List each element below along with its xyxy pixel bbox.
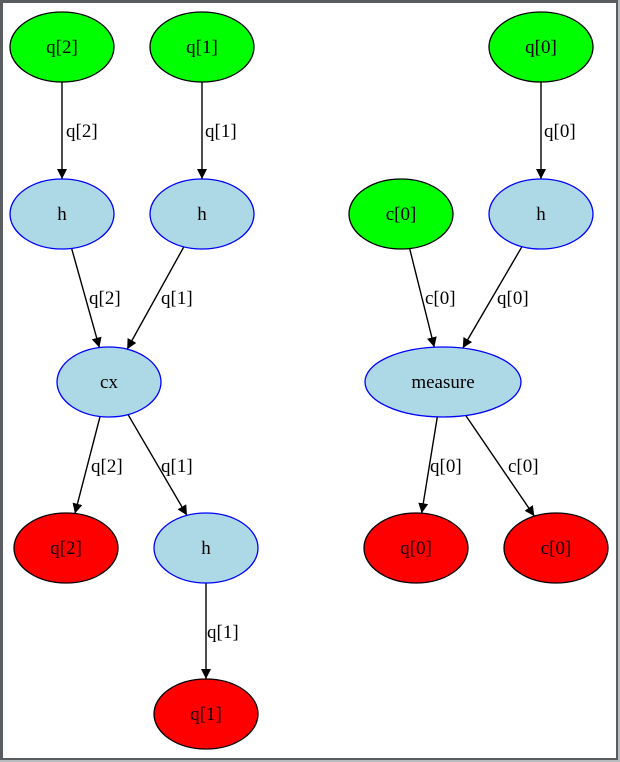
node-label: h (197, 204, 207, 225)
output-node-shape (363, 512, 469, 584)
node-out_q0: q[0] (363, 512, 469, 584)
input-node-shape (348, 178, 454, 250)
edge-label: q[1] (161, 288, 193, 309)
node-in_c0: c[0] (348, 178, 454, 250)
node-label: cx (100, 372, 118, 393)
edge-label: q[1] (207, 622, 239, 643)
output-node-shape (503, 512, 609, 584)
node-h_q1: h (149, 178, 255, 250)
op-node-shape (153, 512, 259, 584)
node-label: h (57, 204, 67, 225)
node-cx: cx (56, 346, 162, 418)
edges-layer: q[2] q[1] q[0] q[2] q[1] c[0] q[0] q[2] q[1] q[0]… (57, 82, 576, 679)
edge-measure-to-out_c0 (465, 415, 535, 517)
node-label: q[1] (190, 704, 222, 725)
edge-cx-to-h_q1b (127, 414, 188, 516)
node-out_q2: q[2] (13, 512, 119, 584)
input-node-shape (488, 11, 594, 83)
node-label: q[2] (46, 37, 78, 58)
edge-label: c[0] (425, 288, 456, 309)
node-in_q2: q[2] (9, 11, 115, 83)
edge-h_q1-to-cx (126, 246, 185, 350)
node-label: q[0] (400, 538, 432, 559)
frame-edge-right (618, 0, 620, 762)
node-label: h (201, 538, 211, 559)
input-node-shape (9, 11, 115, 83)
node-label: q[2] (50, 538, 82, 559)
edge-label: c[0] (508, 456, 539, 477)
edge-in_c0-to-measure (408, 248, 437, 348)
edge-label: q[0] (497, 288, 529, 309)
node-out_c0: c[0] (503, 512, 609, 584)
op-node-shape (488, 178, 594, 250)
op-node-shape (9, 178, 115, 250)
op-node-shape (364, 346, 522, 418)
edge-h_q0-to-measure (462, 246, 523, 349)
node-label: c[0] (386, 204, 417, 225)
op-node-shape (149, 178, 255, 250)
output-node-shape (13, 512, 119, 584)
node-measure: measure (364, 346, 522, 418)
node-label: q[1] (186, 37, 218, 58)
node-label: q[0] (525, 37, 557, 58)
edge-label: q[2] (89, 288, 121, 309)
input-node-shape (149, 11, 255, 83)
edge-measure-to-out_q0 (418, 416, 439, 514)
node-in_q1: q[1] (149, 11, 255, 83)
node-in_q0: q[0] (488, 11, 594, 83)
edge-label: q[0] (544, 121, 576, 142)
edge-cx-to-out_q2 (72, 416, 101, 514)
node-out_q1: q[1] (153, 678, 259, 750)
node-h_q2: h (9, 178, 115, 250)
edge-label: q[0] (430, 456, 462, 477)
edge-label: q[2] (91, 456, 123, 477)
nodes-layer: q[2] q[1] q[0] c[0] h h h cx measure h q[2] q[1] q[0… (9, 11, 609, 750)
node-label: h (536, 204, 546, 225)
node-label: measure (411, 372, 474, 393)
node-h_q1b: h (153, 512, 259, 584)
frame-edge-bottom (0, 760, 620, 762)
output-node-shape (153, 678, 259, 750)
op-node-shape (56, 346, 162, 418)
node-h_q0: h (488, 178, 594, 250)
edge-h_q2-to-cx (70, 248, 102, 348)
node-label: c[0] (541, 538, 572, 559)
edge-label: q[1] (161, 456, 193, 477)
edge-label: q[1] (205, 121, 237, 142)
edge-label: q[2] (66, 121, 98, 142)
